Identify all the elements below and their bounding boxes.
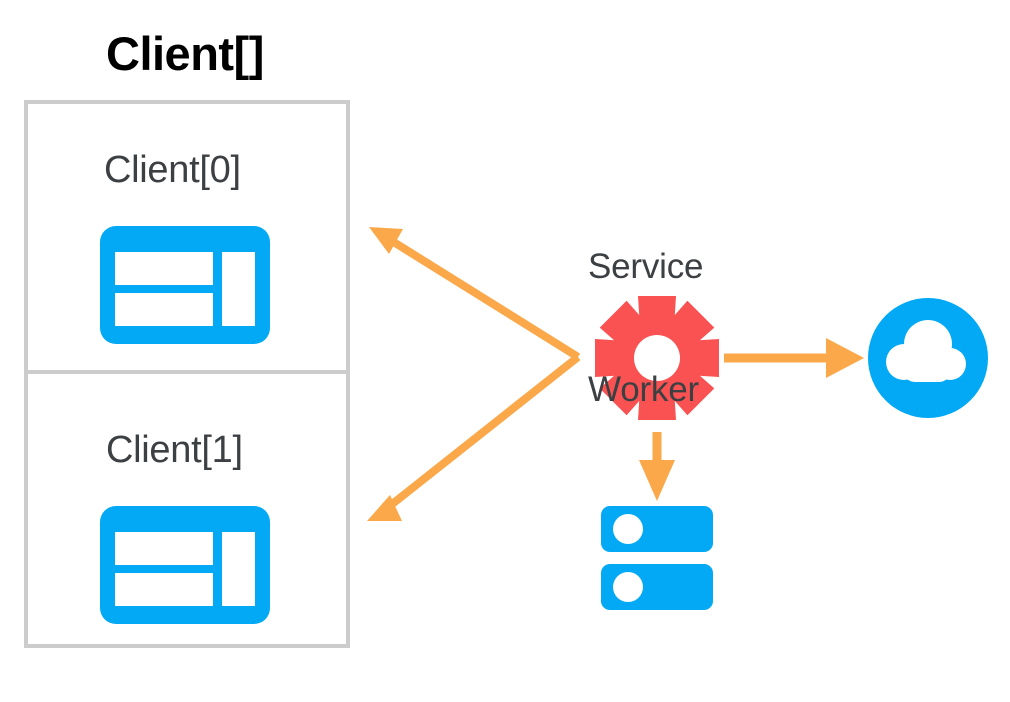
service-worker-label-line-2: Worker (588, 370, 699, 410)
cloud-icon-glyph (886, 320, 966, 382)
gear-icon[interactable] (595, 296, 719, 420)
server-storage-icon[interactable] (601, 506, 713, 610)
arrow-sw-to-storage (639, 432, 675, 501)
browser-pane-right (222, 252, 255, 326)
cloud-icon[interactable] (868, 298, 988, 418)
browser-pane-top-left (115, 532, 213, 565)
storage-led (613, 514, 643, 544)
browser-pane-bottom-left (115, 293, 213, 326)
browser-pane-bottom-left (115, 573, 213, 606)
arrow-sw-to-client-0 (369, 227, 581, 361)
gear-hole (634, 335, 680, 381)
browser-pane-top-left (115, 252, 213, 285)
arrow-sw-to-client-1 (367, 353, 581, 521)
arrow-sw-to-cloud (724, 338, 864, 378)
client-0-label: Client[0] (104, 149, 241, 191)
service-worker-label-line-1: Service (588, 246, 704, 286)
storage-bar (601, 506, 713, 552)
browser-pane-right (222, 532, 255, 606)
storage-led (613, 572, 643, 602)
browser-window-icon[interactable] (100, 226, 270, 344)
browser-window-icon[interactable] (100, 506, 270, 624)
service-worker-label: Service Worker (588, 163, 704, 493)
client-1-label: Client[1] (106, 429, 243, 471)
browser-window-panes (115, 532, 255, 606)
browser-window-panes (115, 252, 255, 326)
page-title: Client[] (106, 27, 264, 80)
storage-bar (601, 564, 713, 610)
